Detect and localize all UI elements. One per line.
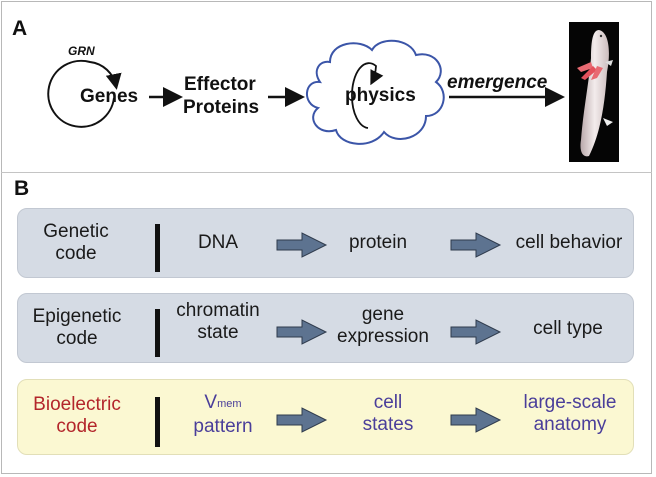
- step-line1: cell: [373, 392, 403, 413]
- step-line2: states: [362, 414, 414, 435]
- physics-label: physics: [345, 85, 416, 106]
- panel-a-diagram: [47, 39, 565, 145]
- code-line1: Bioelectric: [33, 394, 121, 415]
- genes-label: Genes: [80, 86, 139, 107]
- axolotl-image: [569, 22, 619, 162]
- separator-bar: [155, 224, 160, 272]
- flow-arrow-icon: [450, 407, 502, 433]
- step-line2: state: [197, 322, 239, 343]
- step-line2: pattern: [193, 416, 253, 437]
- step-line1: large-scale: [523, 392, 617, 413]
- emergence-label: emergence: [447, 72, 548, 93]
- step-line2: expression: [337, 326, 429, 347]
- row-genetic-code: Genetic code DNA protein cell behavior: [17, 208, 634, 278]
- flow-arrow-icon: [276, 407, 328, 433]
- flow-arrow-icon: [276, 319, 328, 345]
- step-cell-behavior: cell behavior: [515, 232, 623, 253]
- effector-label-line2: Proteins: [183, 97, 260, 118]
- flow-arrow-icon: [276, 232, 328, 258]
- code-line1: Epigenetic: [32, 306, 122, 327]
- cloud-shape: [306, 39, 445, 145]
- separator-bar: [155, 397, 160, 447]
- step-line2: anatomy: [533, 414, 607, 435]
- panel-b-label: B: [14, 177, 30, 200]
- code-line2: code: [56, 416, 98, 437]
- code-line1: Genetic: [43, 221, 109, 242]
- physics-loop-arrow: [351, 62, 384, 129]
- panel-divider: [1, 172, 652, 173]
- genetic-code-label: Genetic code: [26, 221, 126, 265]
- vmem-v: V: [204, 392, 218, 413]
- step-large-scale-anatomy: large-scale anatomy: [512, 392, 628, 436]
- step-line1: chromatin: [176, 300, 260, 321]
- step-line1: gene: [361, 304, 405, 325]
- code-line2: code: [56, 328, 98, 349]
- step-vmem-pattern: Vmem pattern: [178, 392, 268, 438]
- row-epigenetic-code: Epigenetic code chromatin state gene exp…: [17, 293, 634, 363]
- grn-loop-arrow: [47, 59, 122, 128]
- code-line2: code: [55, 243, 97, 264]
- vmem-subscript: mem: [217, 398, 242, 410]
- row-bioelectric-code: Bioelectric code Vmem pattern cell state…: [17, 379, 634, 455]
- separator-bar: [155, 309, 160, 357]
- bioelectric-code-label: Bioelectric code: [24, 394, 130, 438]
- step-cell-type: cell type: [533, 318, 603, 339]
- flow-arrow-icon: [450, 232, 502, 258]
- epigenetic-code-label: Epigenetic code: [24, 306, 130, 350]
- step-gene-expression: gene expression: [328, 304, 438, 348]
- step-line1: Vmem: [178, 392, 268, 416]
- step-dna: DNA: [197, 232, 239, 253]
- step-cell-states: cell states: [348, 392, 428, 436]
- panel-a-label: A: [12, 17, 28, 40]
- step-protein: protein: [348, 232, 408, 253]
- step-chromatin-state: chromatin state: [168, 300, 268, 344]
- grn-label: GRN: [68, 44, 95, 58]
- effector-label-line1: Effector: [184, 74, 256, 95]
- flow-arrow-icon: [450, 319, 502, 345]
